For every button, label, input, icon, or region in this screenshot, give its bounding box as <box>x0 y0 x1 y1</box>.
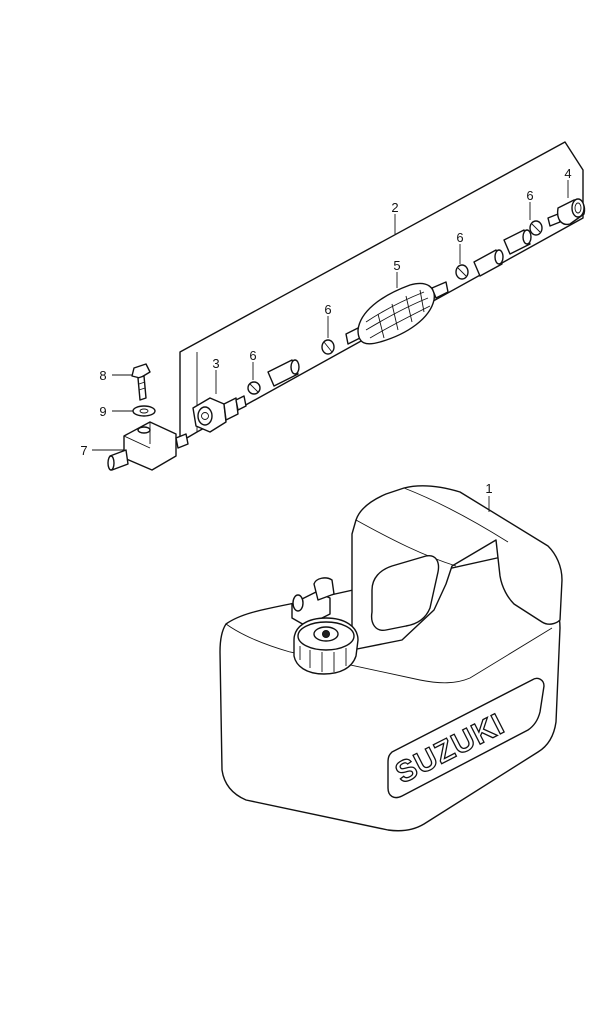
callout-7: 7 <box>80 443 87 458</box>
washer-part <box>132 405 156 417</box>
callout-3: 3 <box>212 356 219 371</box>
tank-connector-part <box>192 395 247 433</box>
callout-6a: 6 <box>249 348 256 363</box>
callouts: 1 2 3 4 5 6 6 6 6 7 8 9 <box>80 166 571 496</box>
hose-segment-a <box>267 359 300 387</box>
hose-clip-a <box>247 381 261 395</box>
hose-segment-b <box>473 229 532 277</box>
callout-6d: 6 <box>526 188 533 203</box>
callout-5: 5 <box>393 258 400 273</box>
callout-2: 2 <box>391 200 398 215</box>
callout-9: 9 <box>99 404 106 419</box>
callout-6c: 6 <box>456 230 463 245</box>
leader-lines <box>92 180 569 512</box>
bolt-part <box>131 363 151 401</box>
callout-4: 4 <box>564 166 571 181</box>
hose-clip-c <box>455 264 469 280</box>
hose-clip-b <box>321 339 335 355</box>
bracket-part <box>107 421 189 471</box>
hose-clip-d <box>529 220 543 236</box>
engine-connector-part <box>547 198 586 227</box>
fuel-tank-part: SUZUKI <box>219 485 563 832</box>
primer-bulb-part <box>345 281 449 345</box>
callout-6b: 6 <box>324 302 331 317</box>
callout-1: 1 <box>485 481 492 496</box>
callout-8: 8 <box>99 368 106 383</box>
